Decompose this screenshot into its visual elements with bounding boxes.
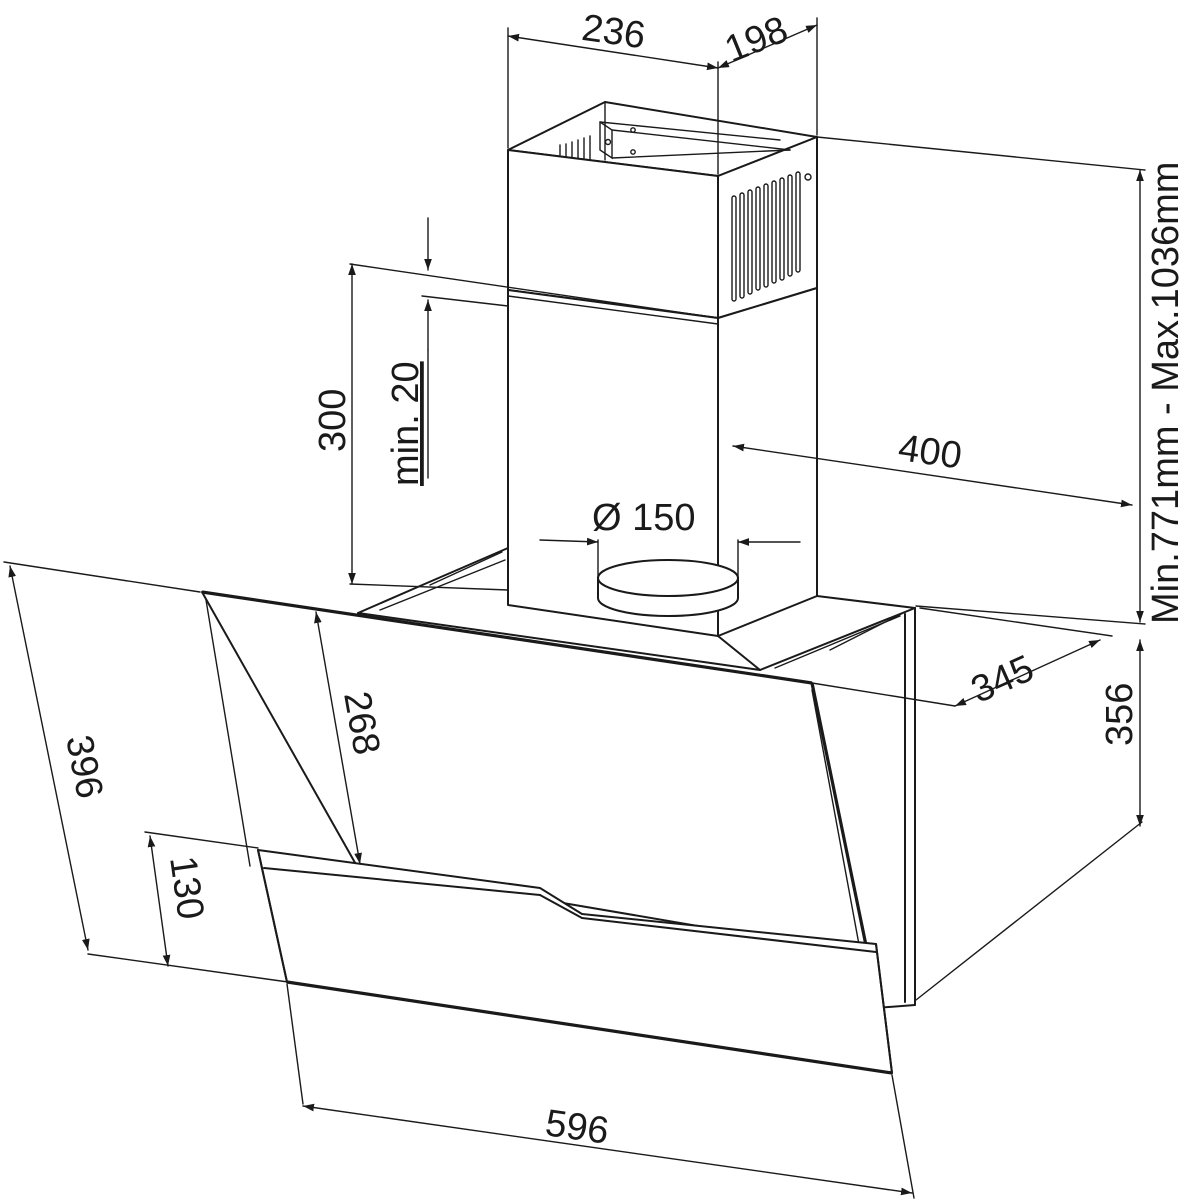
dimension-labels: 236 198 Min.771mm - Max.1036mm 300 min. …	[57, 7, 1187, 1153]
label-body-depth: 345	[965, 648, 1040, 712]
label-min-overlap: min. 20	[385, 361, 427, 486]
label-chimney-lower-height: 300	[312, 389, 354, 452]
duct-outlet	[597, 559, 739, 617]
mounting-bracket	[599, 121, 791, 160]
label-chimney-width: 236	[579, 7, 648, 57]
label-glass-lower-height: 130	[161, 853, 211, 922]
label-chimney-depth: 198	[719, 9, 794, 72]
label-glass-total-height: 396	[57, 732, 110, 802]
label-body-height: 356	[1099, 683, 1141, 746]
hood-body	[875, 607, 916, 1009]
hood-top-plate	[357, 547, 916, 671]
dimension-lines	[3, 17, 1146, 1199]
lower-chimney	[507, 287, 818, 637]
label-total-height-range: Min.771mm - Max.1036mm	[1145, 162, 1187, 624]
label-duct-diameter: Ø 150	[592, 497, 696, 539]
ventilation-slots	[731, 171, 812, 302]
label-body-width: 400	[896, 427, 965, 477]
inner-slots	[559, 135, 591, 161]
upper-chimney	[507, 101, 818, 319]
label-glass-width: 596	[543, 1102, 612, 1152]
